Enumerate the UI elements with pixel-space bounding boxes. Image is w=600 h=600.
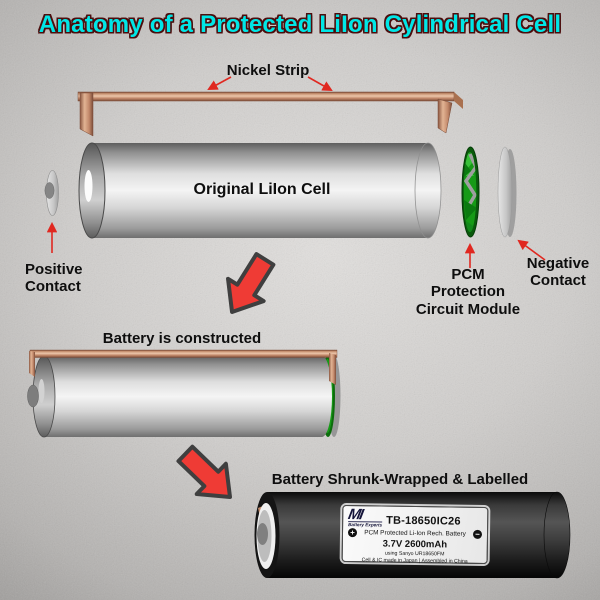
pcm-disc: [461, 146, 480, 238]
construction-step-arrow: [226, 252, 276, 314]
nickel-strip-shape: [77, 91, 463, 137]
nickel-strip-label: Nickel Strip: [226, 62, 310, 79]
sticker-line1: PCM Protected Li-Ion Rech. Battery: [364, 529, 466, 538]
brand-logo-block: MI Battery Experts: [346, 505, 383, 528]
positive-contact-label: Positive Contact: [25, 261, 83, 296]
battery-sticker: MI Battery Experts TB-18650IC26 + PCM Pr…: [341, 504, 489, 565]
model-number: TB-18650IC26: [386, 514, 461, 528]
negative-contact-disc: [497, 146, 517, 238]
brand-logo: MI: [346, 505, 364, 523]
nickel-strip-attached: [29, 349, 338, 358]
constructed-label: Battery is constructed: [102, 330, 262, 347]
constructed-battery: [27, 349, 341, 438]
wrap-step-arrow: [176, 444, 232, 499]
negative-contact-label: Negative Contact: [526, 255, 590, 290]
page-title: Anatomy of a Protected LiIon Cylindrical…: [38, 11, 562, 38]
original-cell-label: Original LiIon Cell: [193, 181, 331, 198]
positive-contact-disc: [44, 170, 59, 216]
sticker-line2: 3.7V 2600mAh: [382, 538, 448, 551]
wrapped-label: Battery Shrunk-Wrapped & Labelled: [271, 471, 529, 488]
minus-icon: −: [472, 529, 483, 539]
plus-icon: +: [347, 528, 358, 538]
